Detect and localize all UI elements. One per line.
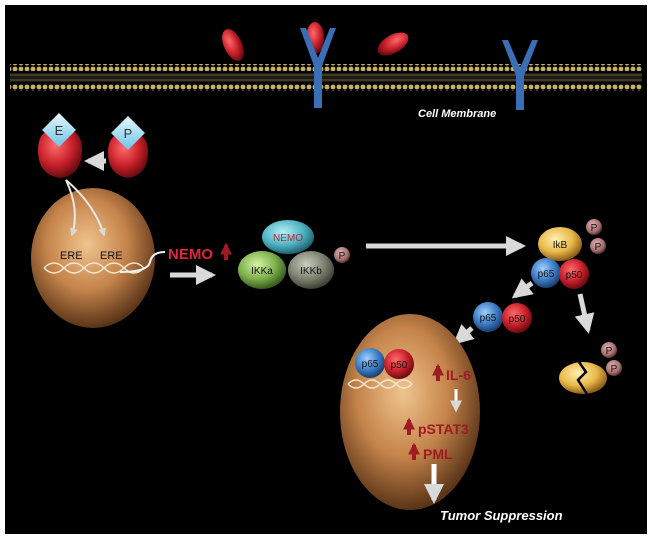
p50-protein-3 — [384, 349, 414, 379]
ere-label-2: ERE — [100, 250, 123, 262]
arrow-er-to-ere-2 — [65, 179, 106, 237]
tumor-suppression-label: Tumor Suppression — [440, 508, 563, 523]
p50-label-3: p50 — [391, 360, 408, 371]
nemo-upregulated-label: NEMO — [168, 246, 213, 263]
ikb-protein — [538, 227, 582, 261]
phospho-degraded-1-label: P — [606, 346, 613, 357]
nucleus-2 — [340, 314, 480, 510]
p50-protein-1 — [559, 259, 589, 289]
p65-protein-1 — [531, 258, 561, 288]
ikka-label: IKKa — [251, 266, 273, 277]
ikka-protein — [238, 251, 286, 289]
p50-label-1: p50 — [566, 270, 583, 281]
receptor-1 — [300, 28, 336, 108]
arrow-er-to-ere-1 — [65, 179, 78, 237]
ikkb-protein — [288, 251, 334, 289]
p50-protein-2 — [502, 303, 532, 333]
phospho-ikb-1-label: P — [591, 223, 598, 234]
ligand-1 — [222, 29, 244, 61]
phospho-ikb-2 — [590, 238, 606, 254]
nemo-protein — [262, 220, 314, 254]
ikb-label: IkB — [553, 240, 568, 251]
pml-label: PML — [423, 446, 453, 462]
degraded-ikb: P P — [559, 342, 622, 395]
ikb-nfkb-complex: IkB P P p65 p50 — [531, 219, 606, 289]
pstat3-label: pSTAT3 — [418, 421, 469, 437]
progesterone-receptor: P — [108, 116, 148, 178]
estrogen-label: E — [55, 123, 64, 138]
phospho-ikkb — [334, 247, 350, 263]
il6-label: IL-6 — [446, 367, 471, 383]
dna-helix-1 — [43, 262, 145, 274]
nuclear-nfkb-dimer: p65 p50 — [355, 348, 414, 379]
receptor-2 — [502, 40, 538, 110]
progesterone-label: P — [124, 126, 133, 141]
p65-protein-2 — [473, 302, 503, 332]
phospho-degraded-2-label: P — [611, 364, 618, 375]
phospho-ikb-1 — [586, 219, 602, 235]
phospho-degraded-2 — [606, 360, 622, 376]
ligand-3 — [377, 32, 409, 56]
cell-membrane-label: Cell Membrane — [418, 108, 496, 120]
arrow-ikb-degradation — [574, 293, 595, 334]
p65-protein-3 — [355, 348, 385, 378]
p65-label-2: p65 — [480, 313, 497, 324]
dna-helix-2 — [347, 379, 413, 389]
nucleus-1 — [31, 188, 155, 328]
phospho-degraded-1 — [601, 342, 617, 358]
transcript-line — [119, 251, 166, 273]
nemo-protein-label: NEMO — [273, 233, 303, 244]
ikkb-label: IKKb — [300, 266, 322, 277]
phospho-ikkb-label: P — [339, 251, 346, 262]
ere-label-1: ERE — [60, 250, 83, 262]
arrow-nfkb-to-nucleus — [452, 323, 475, 345]
p65-label-3: p65 — [362, 359, 379, 370]
ikk-complex: NEMO IKKa IKKb P — [238, 220, 350, 289]
progesterone-ligand — [111, 116, 145, 150]
p50-label-2: p50 — [509, 314, 526, 325]
arrow-release-nfkb — [511, 278, 534, 299]
phospho-ikb-2-label: P — [595, 242, 602, 253]
p65-label-1: p65 — [538, 269, 555, 280]
free-nfkb-dimer: p65 p50 — [473, 302, 532, 333]
cell-membrane — [10, 64, 642, 91]
